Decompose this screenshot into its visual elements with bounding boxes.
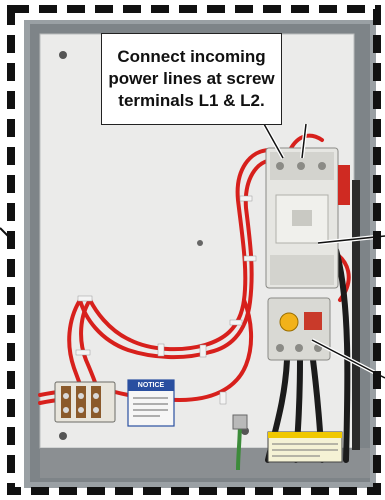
overload-reset-button xyxy=(304,312,322,330)
left-stub-line xyxy=(0,227,11,239)
notice-sticker-lines xyxy=(133,397,168,417)
notice-sticker-label: NOTICE xyxy=(137,382,165,389)
contactor-aux-red xyxy=(338,165,350,205)
right-edge-shadow xyxy=(352,180,360,450)
warning-label-stripe xyxy=(268,432,342,438)
contactor-actuator xyxy=(292,210,312,226)
notice-sticker-header xyxy=(128,380,174,391)
contactor-bottom-terminals xyxy=(270,255,334,285)
dashed-border xyxy=(7,5,381,495)
ground-lug xyxy=(232,414,248,430)
mount-screw-center xyxy=(197,240,203,246)
callout-text: Connect incoming power lines at screw te… xyxy=(108,47,275,110)
cable-ties xyxy=(75,195,257,405)
terminal-block-posts xyxy=(61,386,101,418)
callout-pointer-lines xyxy=(263,123,307,159)
warning-label-lines xyxy=(272,443,338,457)
mount-screw-bottom-left xyxy=(59,432,67,440)
mount-screw-top-left xyxy=(59,51,67,59)
callout-box: Connect incoming power lines at screw te… xyxy=(101,33,282,125)
overload-dial xyxy=(279,312,299,332)
